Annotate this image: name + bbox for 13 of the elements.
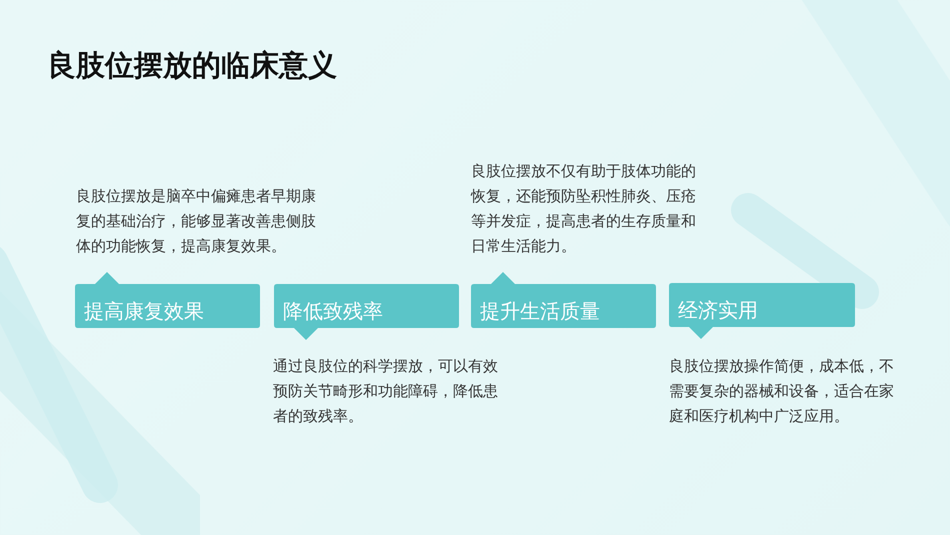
description-text: 良肢位摆放不仅有助于肢体功能的恢复，还能预防坠积性肺炎、压疮等并发症，提高患者的生存质量和日常生活能力。	[471, 162, 697, 257]
callout-title: 经济实用	[678, 300, 758, 322]
callout-box	[471, 272, 656, 328]
callout-box	[75, 272, 260, 328]
slide-title: 良肢位摆放的临床意义	[47, 48, 337, 84]
callout-box	[274, 284, 459, 340]
callout-box	[669, 283, 855, 339]
description-text: 良肢位摆放是脑卒中偏瘫患者早期康复的基础治疗，能够显著改善患侧肢体的功能恢复，提高康复效果。	[76, 188, 316, 257]
callout-title: 提高康复效果	[84, 301, 204, 323]
description-text: 通过良肢位的科学摆放，可以有效预防关节畸形和功能障碍，降低患者的致残率。	[273, 358, 499, 427]
callout-title: 降低致残率	[283, 301, 383, 323]
callout-title: 提升生活质量	[480, 301, 600, 323]
description-text: 良肢位摆放操作简便，成本低，不需要复杂的器械和设备，适合在家庭和医疗机构中广泛应用。	[669, 358, 895, 427]
